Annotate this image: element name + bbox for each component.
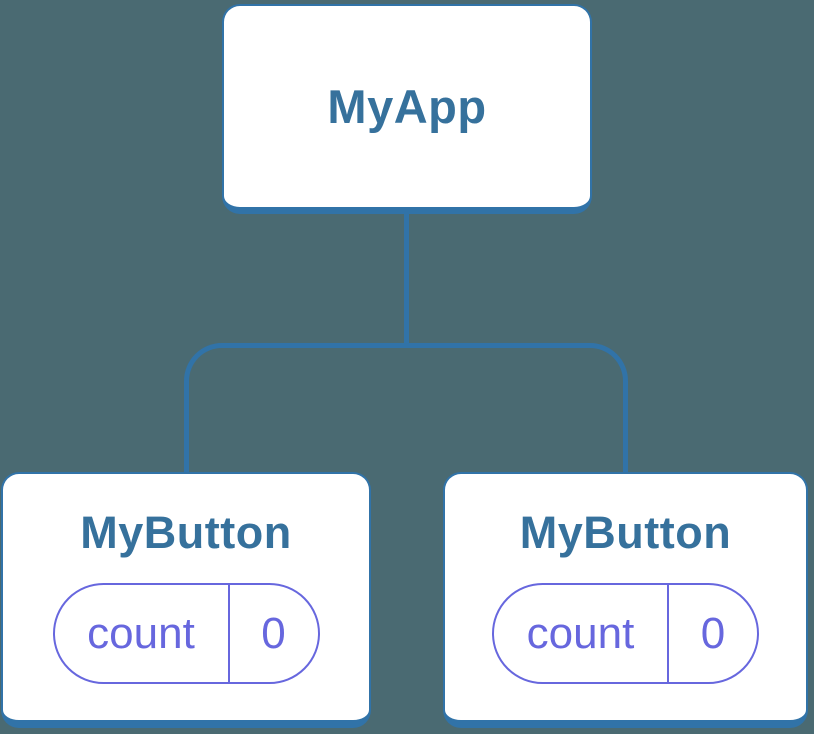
state-key-right: count [526,608,635,658]
state-key-left: count [87,608,195,658]
component-label-mybutton-left: MyButton [80,507,292,558]
state-pill-right: count 0 [492,583,759,684]
connector-bracket [184,343,628,473]
connector-root-line [404,212,409,345]
component-label-myapp: MyApp [327,80,487,133]
state-pill-left: count 0 [52,583,320,684]
component-card-myapp: MyApp [222,4,592,214]
component-card-mybutton-left: MyButton count 0 [1,472,371,728]
state-value-left: 0 [227,585,318,682]
state-value-right: 0 [667,585,757,682]
component-label-mybutton-right: MyButton [519,507,732,558]
component-card-mybutton-right: MyButton count 0 [443,472,808,728]
